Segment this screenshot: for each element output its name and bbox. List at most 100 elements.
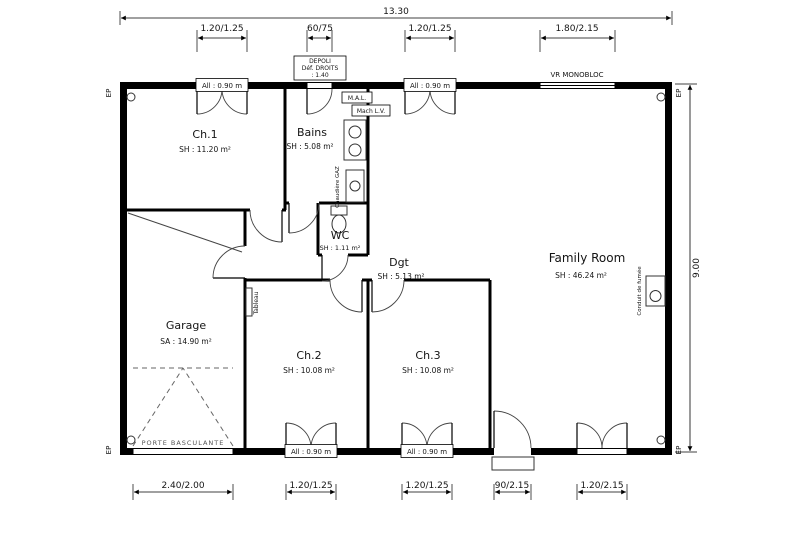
door-ch1 <box>249 209 283 243</box>
door-arc <box>576 422 603 449</box>
flue-conduit <box>645 275 666 307</box>
dim-top-4: 1.80/2.15 <box>555 24 598 34</box>
dim-bottom-3: 1.20/1.25 <box>405 481 448 491</box>
room-label-bains: Bains <box>297 126 327 139</box>
sill-label-ch1: All : 0.90 m <box>202 82 242 90</box>
tilt-door-swing-diag <box>132 367 184 447</box>
casement-arc <box>310 422 337 449</box>
room-label-garage: Garage <box>166 319 207 332</box>
dim-bottom-5: 1.20/2.15 <box>580 481 623 491</box>
room-label-dgt: Dgt <box>389 256 409 269</box>
boiler-dial <box>349 180 361 192</box>
dim-overall-height: 9.00 <box>692 258 702 278</box>
washing-machine-box <box>341 91 373 104</box>
boiler-label: Chaudière GAZ <box>334 166 341 208</box>
tilt-garage-door-label: PORTE BASCULANTE <box>142 439 225 447</box>
diagonal-line <box>127 212 243 253</box>
casement-arc <box>221 88 248 115</box>
wall-left <box>120 82 127 455</box>
room-area-wc: SH : 1.11 m² <box>320 244 361 252</box>
dishwasher-box <box>351 104 391 117</box>
casement-arc <box>306 88 333 115</box>
room-area-ch2: SH : 10.08 m² <box>283 366 335 375</box>
flue-pipe <box>649 290 662 302</box>
window-family-room <box>539 81 616 90</box>
door-arc <box>329 279 363 313</box>
casement-arc <box>196 88 223 115</box>
room-area-family-room: SH : 46.24 m² <box>555 271 607 280</box>
rainwater-pipe-icon <box>126 92 136 102</box>
flue-label: Conduit de fumée <box>636 266 643 316</box>
frosted-glass-label-1: DEPOLI <box>309 58 331 65</box>
electrical-panel-label: Tableau <box>253 291 260 315</box>
frosted-glass-label-3: : 1.40 <box>311 72 328 79</box>
casement-arc <box>404 88 431 115</box>
casement-arc <box>426 422 453 449</box>
tilt-door-swing-diag <box>182 367 234 447</box>
room-label-ch1: Ch.1 <box>192 128 217 141</box>
wall-top <box>120 82 672 89</box>
sill-label-box <box>400 444 454 458</box>
boiler <box>345 169 365 203</box>
dishwasher-label: Mach L.V. <box>357 108 385 115</box>
room-area-garage: SA : 14.90 m² <box>160 337 212 346</box>
rainwater-pipe-label: EP <box>105 89 113 98</box>
room-area-bains: SH : 5.08 m² <box>286 142 333 151</box>
sill-label-ch3: All : 0.90 m <box>407 448 447 456</box>
garage-door-opening <box>132 367 234 456</box>
garage-door-frame <box>132 448 234 455</box>
toilet-bowl <box>331 214 347 234</box>
dim-bottom-2: 1.20/1.25 <box>289 481 332 491</box>
dim-overall-width: 13.30 <box>383 7 409 17</box>
door-arc <box>321 254 349 282</box>
room-label-family-room: Family Room <box>549 251 626 265</box>
room-label-ch3: Ch.3 <box>415 349 440 362</box>
dim-bottom-1: 2.40/2.00 <box>161 481 204 491</box>
panel-outline <box>245 287 253 317</box>
window-bains <box>306 81 333 115</box>
dim-bottom-4: 90/2.15 <box>495 481 530 491</box>
dim-top-2: 60/75 <box>307 24 333 34</box>
dim-top-1: 1.20/1.25 <box>200 24 243 34</box>
door-ch3 <box>371 279 405 313</box>
room-labels: Ch.1 SH : 11.20 m² Bains SH : 5.08 m² WC… <box>160 126 625 375</box>
rainwater-pipe-label: EP <box>675 89 683 98</box>
door-arc <box>212 245 246 279</box>
door-arc <box>601 422 628 449</box>
door-ch2 <box>329 279 363 313</box>
wall-right <box>665 82 672 455</box>
frosted-glass-box <box>293 55 347 81</box>
frosted-glass-label-2: Déf. DROITS <box>302 65 339 72</box>
interior-walls <box>123 85 492 452</box>
french-door-family-room <box>576 422 628 456</box>
room-area-ch1: SH : 11.20 m² <box>179 145 231 154</box>
sill-label-ch2: All : 0.90 m <box>291 448 331 456</box>
dimensions-bottom: 2.40/2.00 1.20/1.25 1.20/1.25 90/2.15 1.… <box>132 481 628 500</box>
sill-label-hall: All : 0.90 m <box>410 82 450 90</box>
window-frame <box>576 448 628 455</box>
door-arc <box>249 209 283 243</box>
basin-bowl <box>348 143 362 157</box>
roller-shutter-label: VR MONOBLOC <box>550 71 603 79</box>
flue-outline <box>645 275 666 307</box>
toilet <box>330 205 348 234</box>
sill-label-box <box>403 78 457 92</box>
washbasin <box>343 119 367 161</box>
boiler-outline <box>345 169 365 203</box>
door-arc <box>371 279 405 313</box>
window-frame <box>306 82 333 89</box>
casement-arc <box>401 422 428 449</box>
annotations: All : 0.90 m All : 0.90 m All : 0.90 m A… <box>105 55 683 458</box>
dimension-right: 9.00 <box>675 83 702 453</box>
door-gap <box>494 447 531 456</box>
rainwater-pipe-label: EP <box>675 446 683 455</box>
door-arc <box>493 410 532 449</box>
casement-arc <box>429 88 456 115</box>
fixtures <box>126 92 666 445</box>
rainwater-pipe-icon <box>126 435 136 445</box>
door-bains <box>288 202 320 234</box>
exterior-walls <box>120 82 672 455</box>
dim-top-3: 1.20/1.25 <box>408 24 451 34</box>
